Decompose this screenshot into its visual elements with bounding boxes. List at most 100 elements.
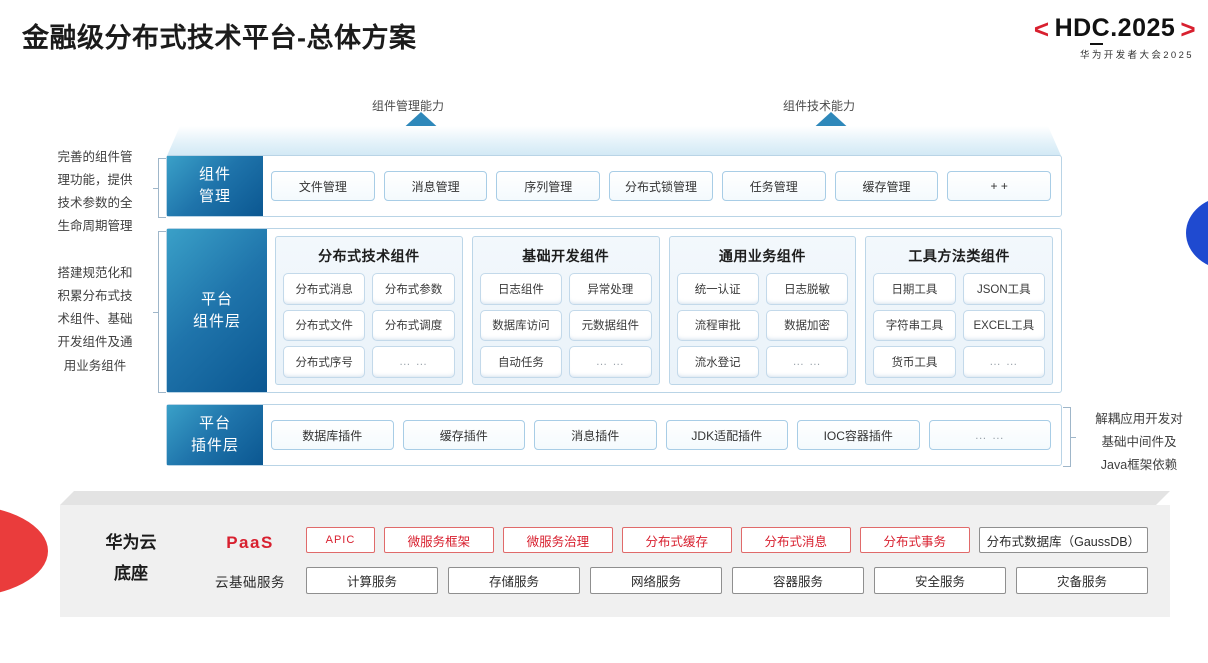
- component-management-item[interactable]: 文件管理: [271, 171, 375, 201]
- component-group-distributed: 分布式技术组件 分布式消息 分布式参数 分布式文件 分布式调度 分布式序号 … …: [275, 236, 463, 385]
- component-cell[interactable]: 字符串工具: [873, 309, 956, 342]
- component-management-item[interactable]: 任务管理: [721, 171, 826, 201]
- component-cell[interactable]: 自动任务: [479, 346, 563, 378]
- bracket-right: [1063, 407, 1076, 467]
- component-management-item[interactable]: 缓存管理: [834, 171, 939, 201]
- bar-line-1: 平台: [200, 290, 233, 308]
- arrow-label-component-technology: 组件技术能力: [783, 99, 856, 113]
- red-wedge-decoration: [0, 505, 48, 597]
- paas-service-item[interactable]: 微服务框架: [383, 527, 494, 553]
- component-cell[interactable]: 数据加密: [765, 309, 849, 342]
- bracket-left-top: [153, 158, 166, 218]
- component-cell[interactable]: 日志组件: [479, 273, 563, 305]
- component-group-title: 分布式技术组件: [318, 248, 420, 264]
- hdc-logo-text: HDC.2025: [1055, 14, 1176, 45]
- component-management-panel: 组件 管理 文件管理 消息管理 序列管理 分布式锁管理 任务管理 缓存管理 + …: [166, 155, 1062, 217]
- component-cell-more[interactable]: … …: [569, 346, 652, 378]
- paas-service-apic[interactable]: APIC: [306, 527, 375, 553]
- component-cell[interactable]: 统一认证: [676, 273, 759, 305]
- component-cell[interactable]: EXCEL工具: [962, 309, 1045, 342]
- bar-line-1: 组件: [198, 166, 231, 184]
- paas-service-gaussdb[interactable]: 分布式数据库（GaussDB）: [978, 527, 1149, 553]
- component-cell[interactable]: 元数据组件: [569, 309, 652, 342]
- paas-service-row: APIC 微服务框架 微服务治理 分布式缓存 分布式消息 分布式事务 分布式数据…: [306, 527, 1149, 553]
- arrow-label-component-management: 组件管理能力: [372, 99, 445, 113]
- component-cell[interactable]: 货币工具: [873, 346, 956, 378]
- cloud-base-service-item[interactable]: 安全服务: [874, 567, 1006, 594]
- plugin-item[interactable]: 消息插件: [534, 420, 657, 450]
- bar-line-2: 插件层: [190, 437, 239, 454]
- bar-line-2: 管理: [198, 188, 231, 205]
- platform-component-layer-panel: 平台 组件层 分布式技术组件 分布式消息 分布式参数 分布式文件 分布式调度 分…: [166, 228, 1062, 393]
- cloud-base-service-item[interactable]: 灾备服务: [1016, 567, 1148, 594]
- component-management-item-more[interactable]: + +: [947, 171, 1052, 201]
- platform-plugin-layer-panel: 平台 插件层 数据库插件 缓存插件 消息插件 JDK适配插件 IOC容器插件 ……: [166, 404, 1062, 466]
- component-cell[interactable]: 日期工具: [873, 273, 956, 305]
- component-cell-more[interactable]: … …: [372, 346, 455, 378]
- angle-bracket-right-icon: >: [1180, 13, 1196, 44]
- hdc-logo-main: < HDC.2025 >: [1033, 13, 1196, 45]
- cloud-slab-top-bevel: [60, 491, 1170, 505]
- component-management-item[interactable]: 分布式锁管理: [609, 171, 713, 201]
- component-cell-more[interactable]: … …: [962, 346, 1045, 378]
- component-management-items: 文件管理 消息管理 序列管理 分布式锁管理 任务管理 缓存管理 + +: [271, 156, 1052, 216]
- angle-bracket-left-icon: <: [1033, 13, 1050, 44]
- component-group-container: 分布式技术组件 分布式消息 分布式参数 分布式文件 分布式调度 分布式序号 … …: [275, 236, 1053, 385]
- component-cell[interactable]: 异常处理: [569, 273, 652, 305]
- paas-service-item[interactable]: 微服务治理: [502, 527, 613, 553]
- component-cell[interactable]: 数据库访问: [479, 309, 563, 342]
- side-note-left-top: 完善的组件管 理功能，提供 技术参数的全 生命周期管理: [57, 150, 133, 234]
- cloud-base-label: 云基础服务: [215, 575, 285, 590]
- bar-line-2: 组件层: [192, 312, 241, 330]
- component-group-title: 基础开发组件: [522, 248, 610, 264]
- plugin-item-more[interactable]: … …: [928, 420, 1051, 450]
- bar-line-1: 平台: [198, 415, 231, 433]
- cloud-base-service-item[interactable]: 容器服务: [732, 567, 864, 594]
- component-group-grid: 日志组件 异常处理 数据库访问 元数据组件 自动任务 … …: [479, 273, 652, 378]
- paas-label: PaaS: [226, 533, 274, 552]
- bracket-left-bottom: [153, 231, 166, 393]
- component-management-item[interactable]: 序列管理: [496, 171, 601, 201]
- plugin-item[interactable]: 数据库插件: [271, 420, 394, 450]
- huawei-cloud-title: 华为云 底座: [105, 533, 157, 584]
- paas-service-item[interactable]: 分布式消息: [740, 527, 851, 553]
- paas-service-item[interactable]: 分布式事务: [859, 527, 970, 553]
- glow-band-decoration: [166, 126, 1062, 158]
- component-cell[interactable]: 流程审批: [676, 309, 759, 342]
- component-cell[interactable]: 日志脱敏: [765, 273, 849, 305]
- component-group-grid: 日期工具 JSON工具 字符串工具 EXCEL工具 货币工具 … …: [873, 273, 1045, 378]
- plugin-item[interactable]: JDK适配插件: [665, 420, 788, 450]
- component-group-business: 通用业务组件 统一认证 日志脱敏 流程审批 数据加密 流水登记 … …: [668, 236, 857, 385]
- cloud-base-service-item[interactable]: 计算服务: [306, 567, 438, 594]
- component-group-grid: 分布式消息 分布式参数 分布式文件 分布式调度 分布式序号 … …: [283, 273, 455, 378]
- cloud-base-service-item[interactable]: 存储服务: [448, 567, 580, 594]
- component-management-title-bar: 组件 管理: [167, 156, 263, 216]
- component-cell[interactable]: JSON工具: [962, 273, 1045, 305]
- platform-component-layer-title-bar: 平台 组件层: [167, 229, 267, 392]
- component-group-basic-dev: 基础开发组件 日志组件 异常处理 数据库访问 元数据组件 自动任务 … …: [471, 236, 660, 385]
- platform-plugin-items: 数据库插件 缓存插件 消息插件 JDK适配插件 IOC容器插件 … …: [271, 405, 1051, 465]
- paas-service-item[interactable]: 分布式缓存: [621, 527, 732, 553]
- platform-plugin-layer-title-bar: 平台 插件层: [167, 405, 263, 465]
- component-cell[interactable]: 分布式序号: [283, 346, 366, 378]
- component-cell[interactable]: 分布式调度: [372, 309, 455, 342]
- component-cell[interactable]: 分布式参数: [372, 273, 455, 305]
- plugin-item[interactable]: IOC容器插件: [797, 420, 920, 450]
- component-management-item[interactable]: 消息管理: [383, 171, 488, 201]
- side-note-left-bottom: 搭建规范化和 积累分布式技 术组件、基础 开发组件及通 用业务组件: [57, 266, 133, 373]
- cloud-base-service-row: 计算服务 存储服务 网络服务 容器服务 安全服务 灾备服务: [306, 567, 1148, 594]
- component-cell[interactable]: 流水登记: [676, 346, 759, 378]
- cloud-base-service-item[interactable]: 网络服务: [590, 567, 722, 594]
- component-group-grid: 统一认证 日志脱敏 流程审批 数据加密 流水登记 … …: [676, 273, 849, 378]
- blue-lens-decoration: [1186, 196, 1208, 270]
- hdc-logo: < HDC.2025 > 华为开发者大会2025: [1034, 14, 1196, 61]
- component-cell[interactable]: 分布式文件: [283, 309, 366, 342]
- hdc-underline-accent: [1089, 43, 1103, 45]
- hdc-logo-subtitle: 华为开发者大会2025: [1079, 50, 1194, 61]
- component-cell-more[interactable]: … …: [765, 346, 849, 378]
- plugin-item[interactable]: 缓存插件: [402, 420, 525, 450]
- component-cell[interactable]: 分布式消息: [283, 273, 366, 305]
- component-group-title: 工具方法类组件: [908, 248, 1010, 264]
- page-title: 金融级分布式技术平台-总体方案: [22, 23, 417, 53]
